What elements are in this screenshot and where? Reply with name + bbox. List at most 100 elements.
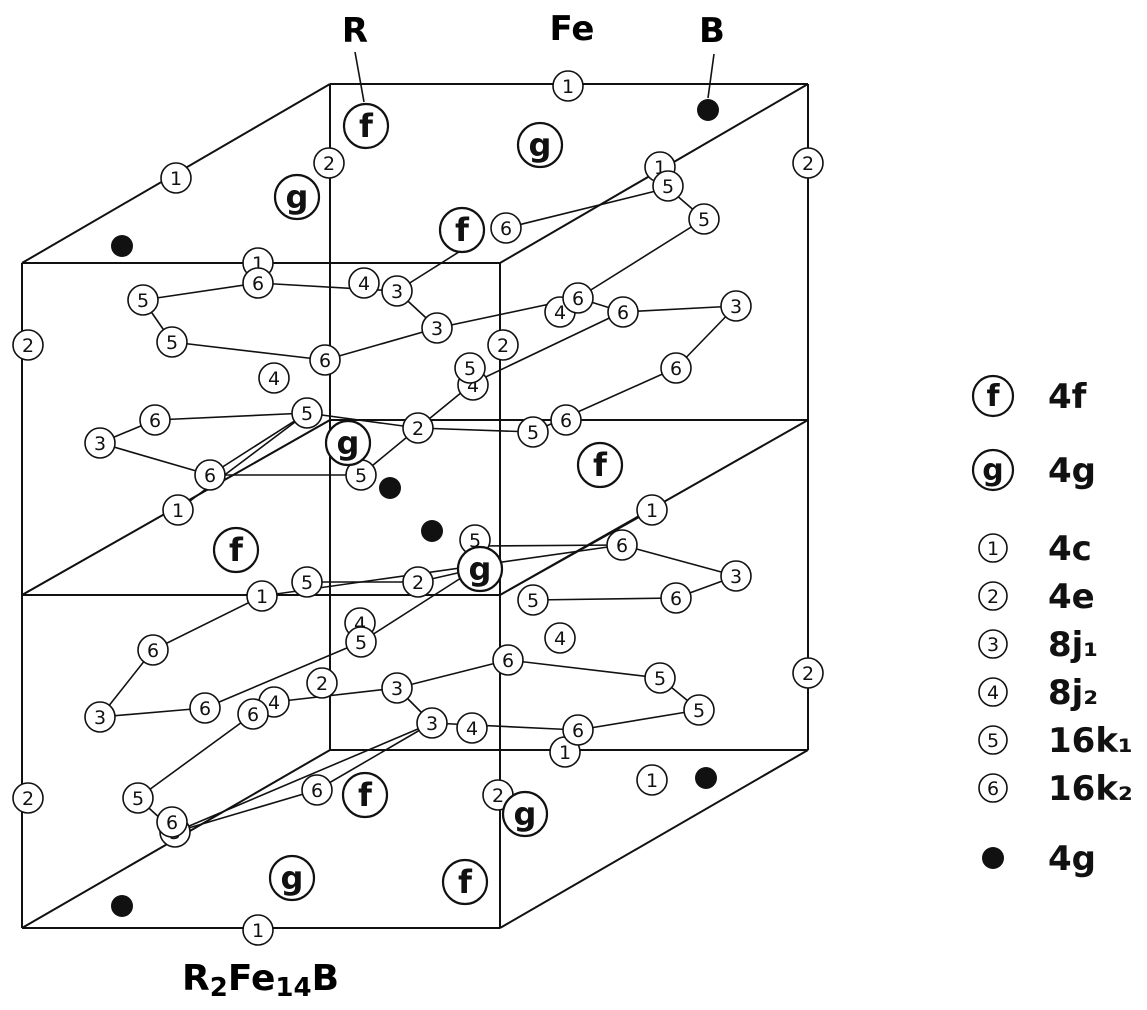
rare-earth-atom-4f: f — [341, 771, 389, 819]
svg-text:5: 5 — [301, 572, 313, 594]
bond-line — [261, 544, 623, 597]
svg-text:6: 6 — [147, 640, 159, 662]
iron-atom-8j1: 3 — [381, 275, 413, 307]
rare-earth-atom-4g: g — [516, 121, 564, 169]
bond-line — [499, 509, 653, 596]
svg-text:2: 2 — [316, 673, 328, 695]
svg-text:4: 4 — [554, 628, 566, 650]
svg-text:6: 6 — [149, 410, 161, 432]
bond-line — [171, 341, 326, 361]
iron-atom-4c: 1 — [552, 70, 584, 102]
svg-text:g: g — [529, 126, 552, 164]
svg-text:3: 3 — [391, 678, 403, 700]
bond-line — [324, 327, 438, 361]
svg-text:5: 5 — [698, 209, 710, 231]
bond-line — [99, 707, 206, 718]
iron-atom-4c: 1 — [160, 162, 192, 194]
legend-symbol-text: 1 — [987, 538, 999, 560]
svg-text:3: 3 — [94, 433, 106, 455]
svg-text:5: 5 — [301, 403, 313, 425]
svg-text:5: 5 — [527, 590, 539, 612]
bond-line — [154, 412, 308, 421]
iron-atom-4e: 2 — [313, 147, 345, 179]
boron-atom-4g — [421, 520, 443, 542]
bond-line — [474, 544, 623, 547]
iron-atom-4c: 1 — [636, 764, 668, 796]
bond-line — [273, 687, 398, 703]
svg-text:3: 3 — [730, 566, 742, 588]
svg-text:6: 6 — [166, 812, 178, 834]
rare-earth-atom-4g: g — [273, 173, 321, 221]
legend-symbol-4f — [971, 374, 1015, 418]
svg-text:1: 1 — [562, 76, 574, 98]
iron-atom-16k1: 5 — [156, 326, 188, 358]
iron-atom-4c: 1 — [246, 580, 278, 612]
boron-atom-4g — [111, 235, 133, 257]
legend-symbol-text: 4 — [987, 682, 999, 704]
rare-earth-atom-4f: f — [212, 526, 260, 574]
iron-atom-16k1: 5 — [291, 397, 323, 429]
iron-atom-8j1: 3 — [381, 672, 413, 704]
iron-atom-16k1: 5 — [127, 284, 159, 316]
bond-line — [152, 595, 263, 651]
legend-label: 8j₂ — [1048, 673, 1098, 713]
legend-symbol-text: 5 — [987, 730, 999, 752]
svg-text:4: 4 — [466, 718, 478, 740]
iron-atom-16k1: 5 — [644, 662, 676, 694]
bond-line — [396, 659, 509, 689]
iron-atom-8j1: 3 — [84, 701, 116, 733]
rare-earth-label: R — [342, 11, 368, 51]
rare-earth-atom-4g: g — [268, 854, 316, 902]
svg-text:6: 6 — [560, 410, 572, 432]
boron-atom-4g — [111, 895, 133, 917]
svg-text:5: 5 — [464, 358, 476, 380]
iron-atom-16k2: 6 — [237, 698, 269, 730]
bond-line — [316, 722, 433, 791]
legend-label: 8j₁ — [1048, 625, 1098, 665]
iron-atom-16k2: 6 — [490, 212, 522, 244]
rare-earth-atom-4f: f — [441, 858, 489, 906]
legend-label: 4g — [1048, 839, 1096, 879]
legend-label: 4f — [1048, 377, 1088, 417]
svg-text:5: 5 — [355, 465, 367, 487]
legend-symbol-16k1 — [978, 725, 1008, 755]
legend-symbol-4g — [971, 448, 1015, 492]
iron-atom-16k2: 6 — [156, 806, 188, 838]
legend-symbol-boron — [982, 847, 1004, 869]
iron-atom-16k2: 6 — [492, 644, 524, 676]
bond-line — [532, 597, 677, 601]
svg-text:4: 4 — [268, 368, 280, 390]
legend-item-boron-4g: 4g — [982, 839, 1096, 879]
boron-pointer — [707, 53, 715, 99]
svg-text:g: g — [514, 795, 537, 833]
iron-atom-4e: 2 — [487, 329, 519, 361]
iron-atom-8j1: 3 — [84, 427, 116, 459]
bond-line — [431, 722, 579, 731]
iron-atom-4e: 2 — [12, 782, 44, 814]
iron-atom-16k2: 6 — [550, 404, 582, 436]
svg-text:2: 2 — [22, 788, 34, 810]
svg-text:6: 6 — [572, 720, 584, 742]
legend-symbol-4c — [978, 533, 1008, 563]
legend-label: 4g — [1048, 451, 1096, 491]
iron-atom-4c: 1 — [636, 494, 668, 526]
iron-atom-4e: 2 — [306, 667, 338, 699]
svg-text:g: g — [281, 859, 304, 897]
legend-symbol-text: 6 — [987, 778, 999, 800]
iron-atom-8j1: 3 — [416, 707, 448, 739]
bond-line — [174, 722, 433, 833]
svg-text:3: 3 — [730, 296, 742, 318]
bond-line — [360, 568, 476, 643]
legend-label: 4e — [1048, 577, 1095, 617]
svg-text:2: 2 — [412, 572, 424, 594]
svg-text:5: 5 — [166, 332, 178, 354]
svg-text:6: 6 — [670, 588, 682, 610]
svg-text:2: 2 — [22, 335, 34, 357]
iron-atom-8j1: 3 — [720, 560, 752, 592]
svg-text:1: 1 — [559, 742, 571, 764]
